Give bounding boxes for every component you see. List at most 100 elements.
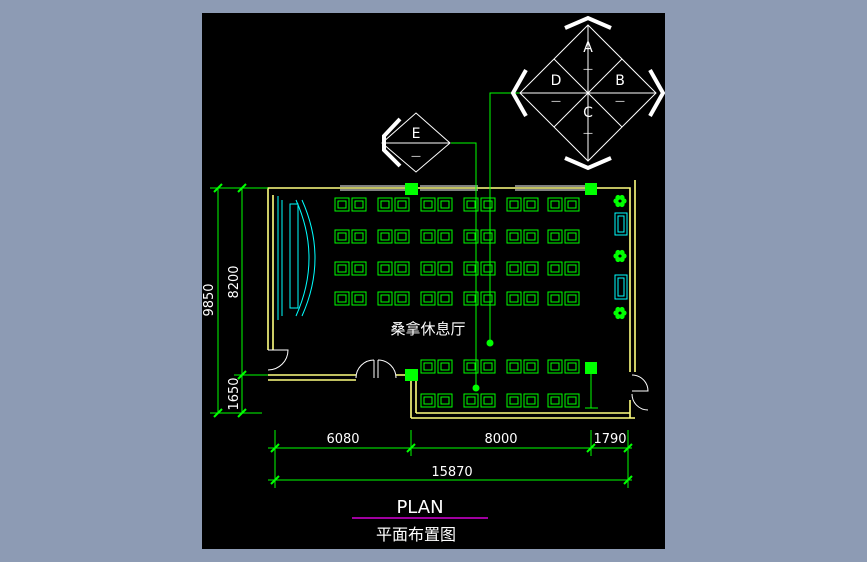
lounge-chair <box>564 197 580 212</box>
lounge-chair <box>547 229 563 244</box>
lounge-chair <box>480 393 496 408</box>
column-4 <box>585 362 597 374</box>
lounge-chair <box>334 197 350 212</box>
marker-label-d: D <box>551 73 562 89</box>
lounge-chair <box>351 197 367 212</box>
lounge-chair <box>506 229 522 244</box>
lounge-chair <box>506 359 522 374</box>
lounge-chair <box>523 393 539 408</box>
dim-bottom-total: 15870 <box>431 465 472 480</box>
dim-bottom-seg2: 8000 <box>484 432 517 447</box>
lounge-chair <box>564 229 580 244</box>
dim-bottom-seg1: 6080 <box>326 432 359 447</box>
dim-bottom-seg3: 1790 <box>593 432 626 447</box>
lounge-chair <box>334 261 350 276</box>
potted-plant-icon <box>613 249 627 263</box>
plan-title: PLAN <box>396 497 443 518</box>
stage <box>277 196 316 320</box>
column-3 <box>405 369 418 381</box>
lounge-chair <box>506 197 522 212</box>
door-west <box>267 349 289 371</box>
room-label: 桑拿休息厅 <box>390 320 465 338</box>
marker-dash-e: — <box>411 151 421 162</box>
lounge-chair <box>523 291 539 306</box>
lounge-chair <box>437 229 453 244</box>
lounge-chair <box>463 197 479 212</box>
lounge-chair <box>547 261 563 276</box>
lounge-chair <box>334 229 350 244</box>
doors <box>267 349 649 411</box>
dimension-lines-left <box>210 183 268 418</box>
marker-dash-c: — <box>583 128 593 139</box>
lounge-chair <box>377 291 393 306</box>
lounge-chair <box>394 229 410 244</box>
lounge-chair <box>420 197 436 212</box>
column-1 <box>405 183 418 195</box>
lounge-chair <box>463 359 479 374</box>
leader-dot-main <box>486 339 494 347</box>
lounge-chair <box>480 291 496 306</box>
lounge-chair <box>394 291 410 306</box>
marker-label-b: B <box>615 73 625 89</box>
lounge-chair <box>480 229 496 244</box>
cad-drawing-canvas: A — B — C — D — E — 桑拿休息厅 <box>202 13 666 549</box>
lounge-chair <box>420 393 436 408</box>
potted-plant-icon <box>613 194 627 208</box>
potted-plant-icon <box>613 306 627 320</box>
lounge-chair <box>480 261 496 276</box>
columns <box>405 183 597 381</box>
lounge-chair <box>351 261 367 276</box>
marker-dash-d: — <box>551 96 561 107</box>
lounge-chair <box>420 229 436 244</box>
lounge-chair <box>420 291 436 306</box>
lounge-chair <box>377 229 393 244</box>
sofas <box>614 212 628 300</box>
lounge-chair <box>506 291 522 306</box>
walls <box>267 180 636 419</box>
index-marker-secondary: E — <box>381 112 451 173</box>
lounge-chair <box>547 393 563 408</box>
lounge-chair <box>506 261 522 276</box>
index-marker-main: A — B — C — D — <box>510 15 666 171</box>
lounge-chair <box>437 393 453 408</box>
leader-dot-secondary <box>472 384 480 392</box>
dim-left-inner-bottom: 1650 <box>227 377 242 410</box>
lounge-chair <box>564 261 580 276</box>
door-east <box>631 374 649 411</box>
lounge-chair <box>394 197 410 212</box>
dimension-lines-bottom <box>268 430 633 488</box>
lounge-chair <box>547 197 563 212</box>
column-2 <box>585 183 597 195</box>
lounge-chair <box>564 393 580 408</box>
lounge-chair <box>480 359 496 374</box>
seating-grid <box>334 197 580 408</box>
leader-lines <box>451 92 520 388</box>
marker-label-e: E <box>412 126 421 142</box>
lounge-chair <box>523 359 539 374</box>
lounge-chair <box>547 359 563 374</box>
lounge-chair <box>523 197 539 212</box>
dim-left-outer: 9850 <box>202 283 217 316</box>
lounge-chair <box>377 197 393 212</box>
lounge-chair <box>437 291 453 306</box>
lounge-chair <box>564 359 580 374</box>
marker-label-c: C <box>583 105 593 121</box>
lounge-chair <box>437 359 453 374</box>
floor-plan-drawing: A — B — C — D — E — 桑拿休息厅 <box>202 15 666 544</box>
plan-subtitle: 平面布置图 <box>376 525 456 544</box>
lounge-chair <box>506 393 522 408</box>
lounge-chair <box>420 261 436 276</box>
windows <box>340 185 585 191</box>
lounge-chair <box>463 291 479 306</box>
marker-label-a: A <box>583 40 593 56</box>
lounge-chair <box>463 393 479 408</box>
door-south-double <box>355 359 397 379</box>
lounge-chair <box>351 291 367 306</box>
marker-dash-a: — <box>583 64 593 75</box>
lounge-chair <box>564 291 580 306</box>
lounge-chair <box>351 229 367 244</box>
lounge-chair <box>463 229 479 244</box>
lounge-chair <box>463 261 479 276</box>
lounge-chair <box>377 261 393 276</box>
lounge-chair <box>523 229 539 244</box>
